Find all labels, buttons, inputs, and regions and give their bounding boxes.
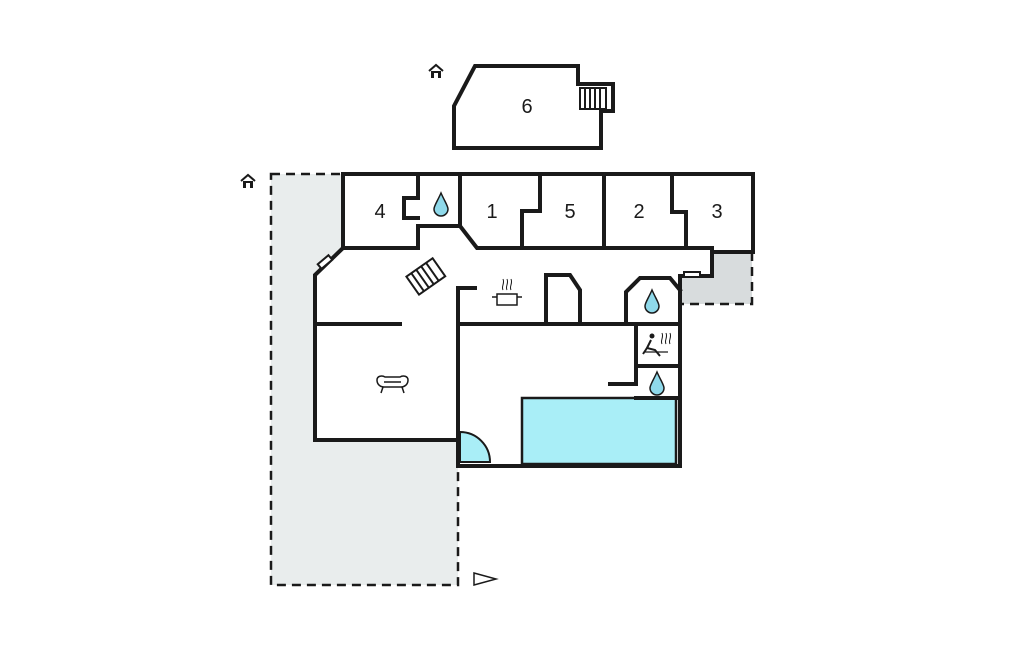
interior-walls: [313, 273, 683, 468]
room-label-6: 6: [521, 96, 532, 118]
sauna-icon: [642, 332, 672, 357]
window-marker: [316, 253, 334, 271]
water-drop-icon: [649, 370, 665, 396]
swimming-pool: [520, 396, 678, 466]
terrace-outline: [680, 252, 754, 306]
water-drop-icon: [433, 191, 449, 217]
room-label-4: 4: [374, 201, 385, 223]
room-label-5: 5: [564, 201, 575, 223]
main-building-outline: [313, 172, 755, 468]
sofa-icon: [376, 375, 409, 394]
room-label-3: 3: [711, 201, 722, 223]
house-icon: [428, 63, 444, 78]
bedroom-walls: [341, 172, 714, 250]
annex-building-outline: [452, 64, 615, 150]
room-label-2: 2: [633, 201, 644, 223]
door-swing: [459, 430, 492, 463]
water-drop-icon: [644, 288, 660, 314]
room-label-1: 1: [486, 201, 497, 223]
outdoor-garden-area: [269, 172, 460, 587]
stairs-icon: [579, 87, 607, 110]
house-icon: [240, 173, 256, 188]
stairs-icon: [405, 256, 447, 297]
compass-arrow-icon: [473, 572, 499, 586]
stove-icon: [492, 278, 522, 306]
terrace-area: [680, 252, 752, 304]
window-marker: [683, 271, 701, 278]
